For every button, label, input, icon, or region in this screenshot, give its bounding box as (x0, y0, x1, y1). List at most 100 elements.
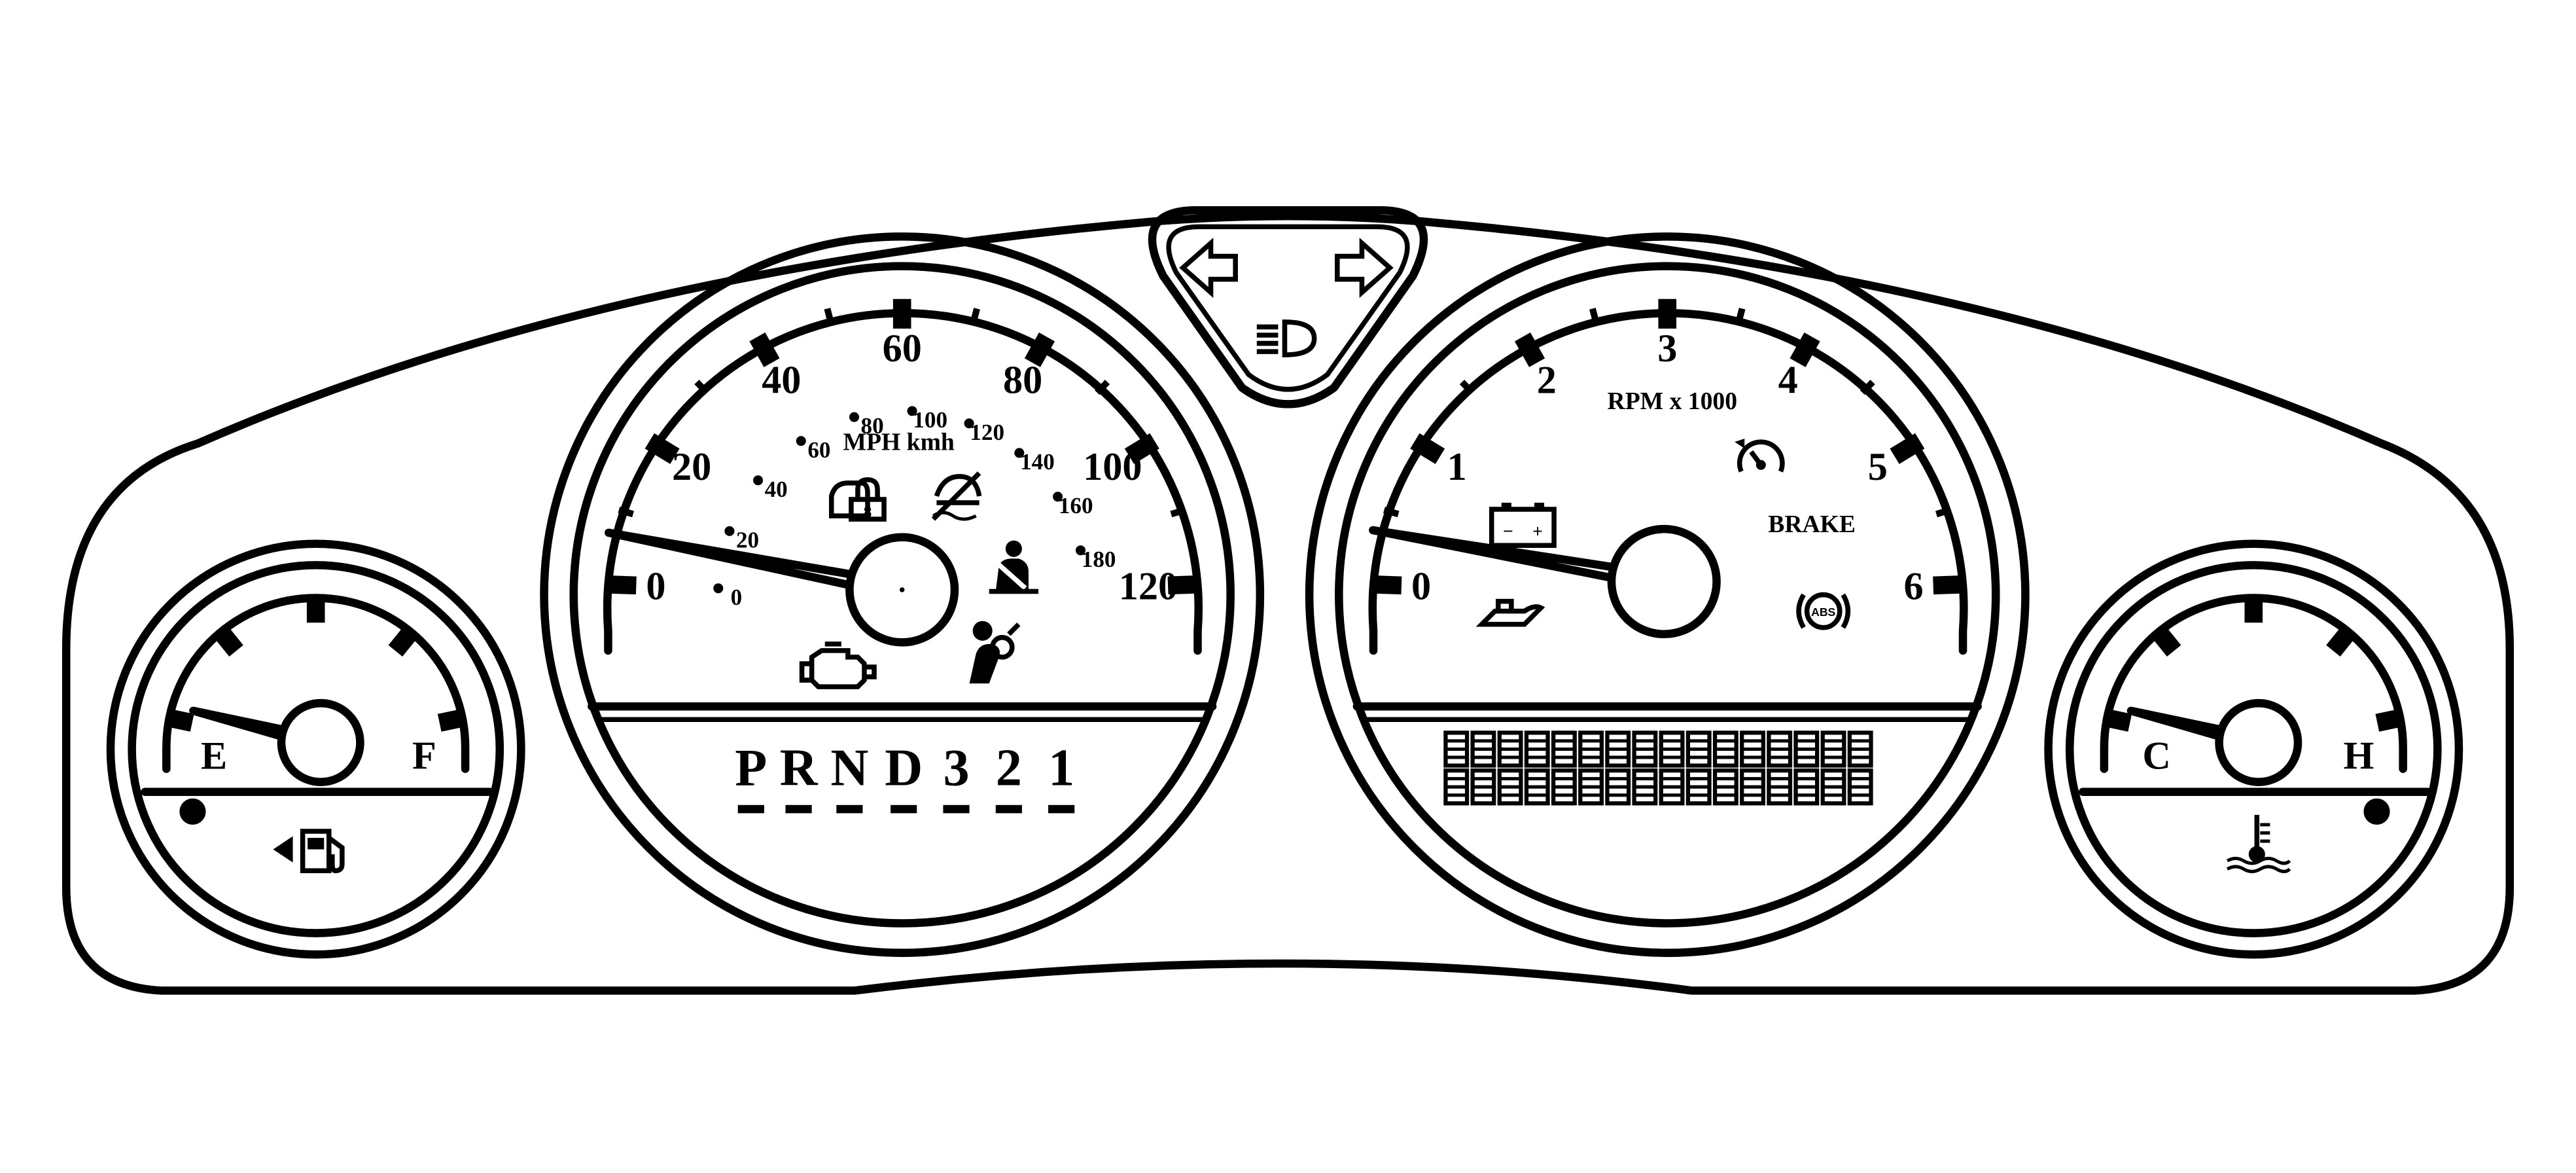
odometer-digit-cell (1847, 768, 1873, 806)
temp-hot-label: H (2343, 734, 2374, 778)
odometer-digit-cell (1767, 768, 1793, 806)
left-turn-arrow-icon (1179, 238, 1238, 298)
tachometer-major-tick (1371, 575, 1402, 595)
security-lock-icon: 8 (829, 477, 887, 522)
tachometer-minor-tick (1860, 380, 1875, 395)
prndl-indicator: P R N D 3 2 1 (735, 739, 1074, 797)
kmh-dot (849, 412, 860, 422)
battery-icon: − + (1489, 503, 1557, 549)
cruise-control-icon (1735, 439, 1785, 473)
kmh-label-60: 60 (807, 437, 830, 463)
odometer-digit-cell (1443, 768, 1470, 806)
tachometer-minor-tick (1459, 380, 1475, 395)
prndl-dashes (737, 804, 1075, 814)
kmh-dot (796, 436, 806, 446)
gear-dash (995, 804, 1022, 814)
kmh-dot (1014, 448, 1025, 458)
fuel-gauge-major-tick (168, 709, 194, 732)
tachometer-labels: 0 1 2 3 4 5 6 (1411, 327, 1924, 608)
traction-off-icon (931, 471, 982, 521)
fuel-pump-icon (273, 829, 345, 873)
speedometer-minor-tick (1095, 380, 1110, 395)
speedometer-minor-tick (694, 380, 710, 395)
check-engine-icon (799, 641, 877, 689)
temp-indicator-dot (2363, 798, 2390, 825)
mph-label-80: 80 (1003, 358, 1042, 402)
odometer-digit-cell (1578, 768, 1604, 806)
mph-label-60: 60 (883, 327, 922, 370)
odometer-digit-cell (1685, 768, 1712, 806)
kmh-label-0: 0 (731, 585, 743, 610)
gear-d: D (885, 739, 923, 797)
kmh-dot (907, 406, 917, 416)
kmh-dot (713, 583, 724, 594)
gear-r: R (780, 739, 819, 797)
gear-1: 1 (1048, 739, 1074, 797)
rpm-label-0: 0 (1411, 564, 1431, 608)
rpm-label-1: 1 (1447, 445, 1467, 489)
odometer-digit-cell (1847, 731, 1873, 768)
gear-dash (1048, 804, 1075, 814)
tachometer-minor-tick (1735, 308, 1746, 324)
odometer-display (1443, 731, 1873, 806)
odometer-digit-cell (1578, 731, 1604, 768)
odometer-digit-cell (1632, 731, 1658, 768)
odometer-digit-cell (1551, 731, 1577, 768)
indicator-pod (1148, 206, 1428, 408)
rpm-label-4: 4 (1778, 358, 1798, 402)
svg-text:−: − (1503, 521, 1513, 541)
kmh-dots (713, 406, 1086, 594)
speedometer-major-tick (1167, 575, 1198, 595)
gear-dash (737, 804, 764, 814)
speedometer-major-tick (749, 332, 780, 367)
temp-gauge-ticks (2105, 600, 2402, 732)
gear-n: N (830, 739, 868, 797)
odometer-digit-cell (1470, 731, 1496, 768)
speedometer-major-tick (1024, 332, 1055, 367)
odometer-digit-cell (1497, 768, 1523, 806)
cluster-bezel (62, 211, 2514, 995)
svg-text:+: + (1532, 521, 1543, 541)
temp-gauge-major-tick (2152, 627, 2181, 657)
odometer-digit-cell (1659, 768, 1685, 806)
kmh-dot (964, 418, 974, 429)
kmh-label-180: 180 (1082, 547, 1116, 572)
fuel-gauge-major-tick (437, 709, 464, 732)
temp-gauge-hub (2215, 698, 2303, 786)
tachometer-major-tick (1890, 433, 1925, 464)
gear-dash (891, 804, 917, 814)
seatbelt-icon (989, 540, 1039, 594)
speedometer-major-tick (1124, 433, 1159, 464)
mph-label-40: 40 (762, 358, 801, 402)
gear-dash (943, 804, 970, 814)
speedometer-ticks (606, 298, 1198, 595)
speed-unit-label: MPH kmh (843, 429, 954, 456)
speedometer-minor-tick (1170, 507, 1186, 518)
odometer-digit-cell (1820, 731, 1846, 768)
odometer-digit-cell (1767, 731, 1793, 768)
odometer-digit-cell (1443, 731, 1470, 768)
kmh-label-100: 100 (913, 407, 947, 433)
odometer-digit-cell (1551, 768, 1577, 806)
svg-text:ABS: ABS (1811, 605, 1835, 619)
temp-gauge-major-tick (2375, 709, 2402, 732)
temp-gauge-major-tick (2105, 709, 2132, 732)
speedometer-minor-tick (618, 507, 634, 518)
temp-gauge-major-tick (2326, 627, 2355, 657)
gear-p: P (735, 739, 767, 797)
kmh-dot (753, 475, 764, 486)
tachometer-major-tick (1790, 332, 1820, 367)
brake-warning-label: BRAKE (1768, 511, 1856, 538)
tachometer: 0 1 2 3 4 5 6 RPM x 1000 BRAKE − + AB (1305, 232, 2030, 957)
fuel-gauge: E F (106, 539, 525, 959)
odometer-digit-cell (1820, 768, 1846, 806)
speedometer-major-tick (644, 433, 680, 464)
coolant-temp-icon (2226, 814, 2291, 873)
kmh-dot (724, 526, 735, 536)
odometer-digit-cell (1659, 731, 1685, 768)
rpm-unit-label: RPM x 1000 (1608, 388, 1738, 415)
temp-gauge: C H (2044, 539, 2463, 959)
high-beam-icon (1256, 319, 1317, 357)
fuel-gauge-major-tick (215, 627, 243, 657)
